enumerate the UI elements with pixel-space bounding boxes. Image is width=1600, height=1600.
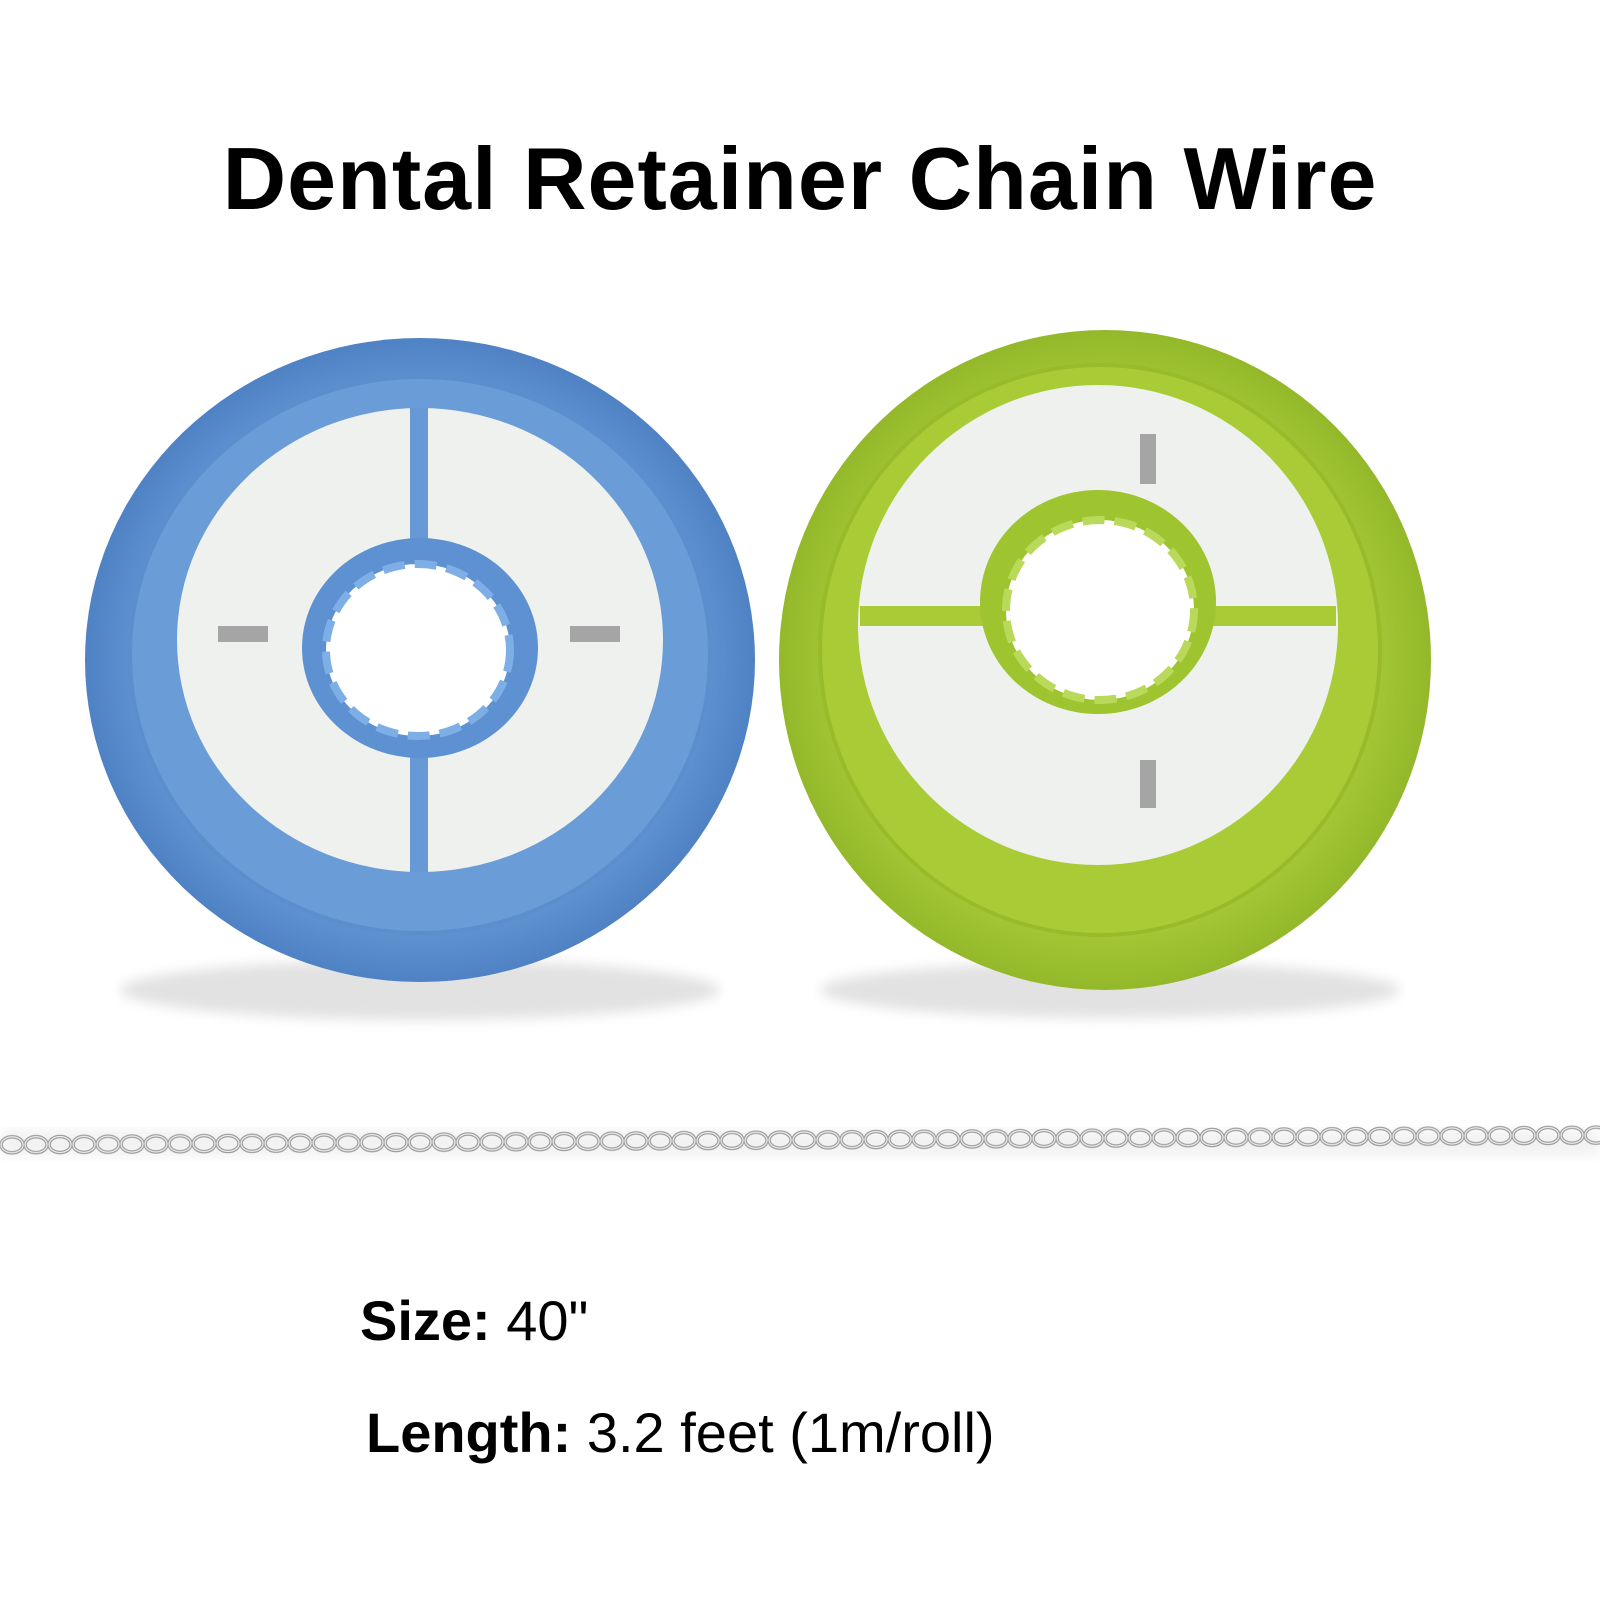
length-label: Length: <box>366 1401 572 1464</box>
green-spool <box>779 330 1431 1018</box>
chain-wire <box>0 1107 1600 1157</box>
size-value: 40" <box>506 1289 589 1352</box>
page-title: Dental Retainer Chain Wire <box>222 129 1378 228</box>
length-spec: Length: 3.2 feet (1m/roll) <box>366 1405 995 1461</box>
length-value: 3.2 feet (1m/roll) <box>586 1401 995 1464</box>
size-spec: Size: 40" <box>360 1293 588 1349</box>
size-label: Size: <box>360 1289 491 1352</box>
blue-spool <box>85 338 755 1020</box>
